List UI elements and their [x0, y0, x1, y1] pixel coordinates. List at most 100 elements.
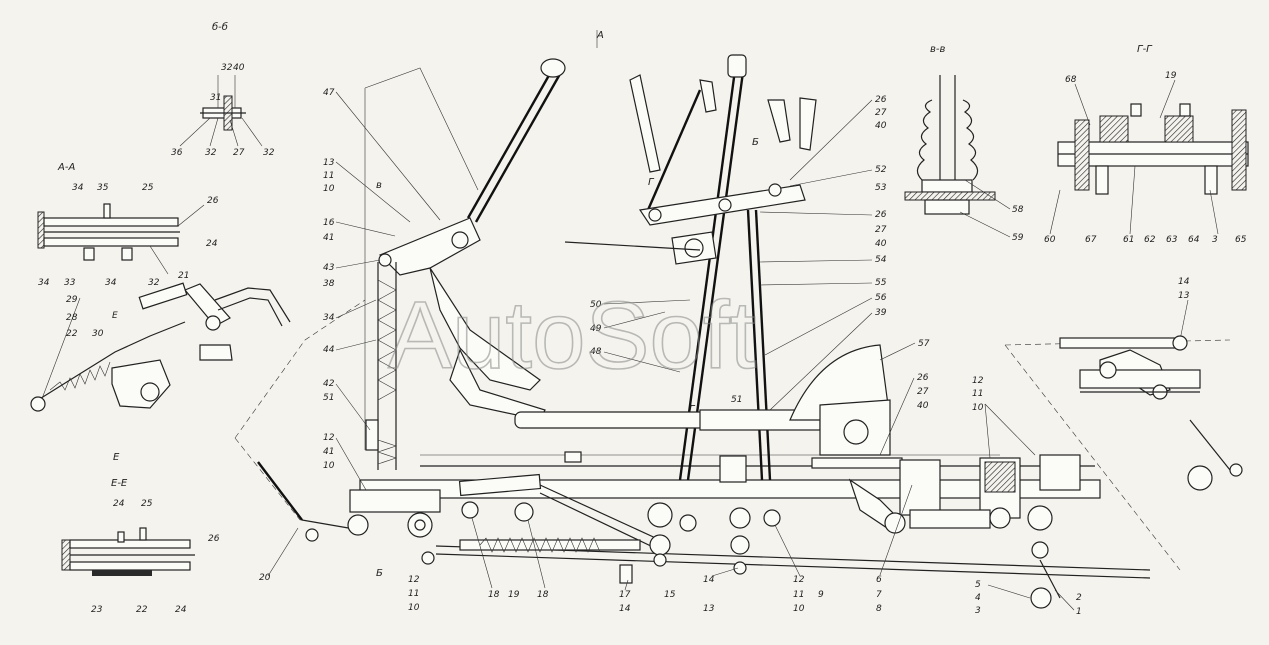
callout-32: 32 — [263, 148, 275, 158]
callout-10: 10 — [972, 403, 984, 413]
callout-34: 34 — [38, 278, 50, 288]
callout-20: 20 — [259, 573, 271, 583]
callout-40: 40 — [875, 121, 887, 131]
callout-26: 26 — [207, 196, 219, 206]
callout-58: 58 — [1012, 205, 1024, 215]
section-v-arrow: в — [376, 180, 382, 191]
callout-8: 8 — [876, 604, 882, 614]
callout-15: 15 — [664, 590, 676, 600]
section-g-arrow-2: Г — [689, 404, 696, 415]
callout-34: 34 — [105, 278, 117, 288]
callout-14: 14 — [619, 604, 631, 614]
section-e-e: Е Е-Е 24 25 26 23 22 24 — [61, 452, 220, 615]
callout-26: 26 — [917, 373, 929, 383]
section-b-b: б-б 32 40 31 36 32 27 32 — [171, 21, 275, 158]
section-g-arrow: Г — [648, 177, 655, 188]
callout-12: 12 — [793, 575, 805, 585]
section-v-v-title: в-в — [930, 44, 946, 55]
callout-49: 49 — [590, 324, 602, 334]
callout-11: 11 — [972, 389, 983, 399]
left-linkage: 29 28 22 30 Е — [30, 282, 291, 412]
section-b-arrow: Б — [376, 568, 383, 579]
callout-50: 50 — [590, 300, 602, 310]
callout-67: 67 — [1085, 235, 1097, 245]
callout-14: 14 — [703, 575, 715, 585]
callout-21: 21 — [178, 271, 189, 281]
callout-59: 59 — [1012, 233, 1024, 243]
callout-63: 63 — [1166, 235, 1178, 245]
callout-32: 32 — [148, 278, 160, 288]
section-a-a-title: А-А — [57, 162, 75, 173]
callout-23: 23 — [91, 605, 103, 615]
callout-65: 65 — [1235, 235, 1247, 245]
callout-16: 16 — [323, 218, 335, 228]
callout-24: 24 — [206, 239, 218, 249]
section-e-e-title: Е-Е — [111, 478, 128, 489]
callout-40: 40 — [875, 239, 887, 249]
callout-3: 3 — [975, 606, 981, 616]
callout-38: 38 — [323, 279, 335, 289]
callout-48: 48 — [590, 347, 602, 357]
callout-27: 27 — [233, 148, 245, 158]
callout-11: 11 — [793, 590, 804, 600]
callout-11: 11 — [408, 589, 419, 599]
callout-26: 26 — [875, 210, 887, 220]
callout-18: 18 — [537, 590, 549, 600]
callout-14: 14 — [1178, 277, 1190, 287]
callout-42: 42 — [323, 379, 335, 389]
callout-62: 62 — [1144, 235, 1156, 245]
callout-41: 41 — [323, 233, 334, 243]
callout-11: 11 — [323, 171, 334, 181]
section-b-b-title: б-б — [212, 21, 228, 33]
callout-13: 13 — [1178, 291, 1190, 301]
callout-34: 34 — [323, 313, 335, 323]
callout-32: 32 — [221, 63, 233, 73]
callout-55: 55 — [875, 278, 887, 288]
section-v-v: в-в 58 59 — [904, 44, 1024, 243]
callout-6: 6 — [876, 575, 882, 585]
callout-61: 61 — [1123, 235, 1134, 245]
section-e-arrow-top: Е — [112, 311, 118, 321]
callout-24: 24 — [113, 499, 125, 509]
callout-56: 56 — [875, 293, 887, 303]
callout-35: 35 — [97, 183, 109, 193]
callout-1: 1 — [1076, 607, 1082, 617]
callout-30: 30 — [92, 329, 104, 339]
callout-19: 19 — [508, 590, 520, 600]
right-linkage-detail: 14 13 — [1059, 277, 1243, 491]
callout-5: 5 — [975, 580, 981, 590]
section-g-g: Г-Г 68 19 60 67 61 62 63 64 3 65 — [1044, 44, 1249, 245]
callout-44: 44 — [323, 345, 335, 355]
callout-31: 31 — [210, 93, 221, 103]
callout-27: 27 — [875, 108, 887, 118]
callout-22: 22 — [66, 329, 78, 339]
callout-13: 13 — [703, 604, 715, 614]
callout-28: 28 — [66, 313, 78, 323]
callout-3: 3 — [1212, 235, 1218, 245]
callout-51: 51 — [323, 393, 334, 403]
callout-9: 9 — [818, 590, 824, 600]
section-b2-arrow: Б — [752, 137, 759, 148]
callout-2: 2 — [1076, 593, 1082, 603]
callout-10: 10 — [793, 604, 805, 614]
callout-64: 64 — [1188, 235, 1200, 245]
callout-33: 33 — [64, 278, 76, 288]
callout-19: 19 — [1165, 71, 1177, 81]
callout-29: 29 — [66, 295, 78, 305]
callout-54: 54 — [875, 255, 887, 265]
callout-22: 22 — [136, 605, 148, 615]
main-assembly: в А А Г Б Г Б 47 13 11 10 — [234, 30, 1231, 617]
callout-12: 12 — [408, 575, 420, 585]
callout-68: 68 — [1065, 75, 1077, 85]
callout-27: 27 — [917, 387, 929, 397]
callout-10: 10 — [323, 461, 335, 471]
callout-43: 43 — [323, 263, 335, 273]
section-a-a: А-А 34 35 25 26 34 33 34 32 21 24 — [37, 162, 219, 288]
callout-39: 39 — [875, 308, 887, 318]
callout-18: 18 — [488, 590, 500, 600]
callout-7: 7 — [876, 590, 882, 600]
section-e-arrow: Е — [113, 452, 120, 463]
callout-26: 26 — [875, 95, 887, 105]
callout-10: 10 — [408, 603, 420, 613]
view-a-arrow: А — [596, 30, 604, 41]
